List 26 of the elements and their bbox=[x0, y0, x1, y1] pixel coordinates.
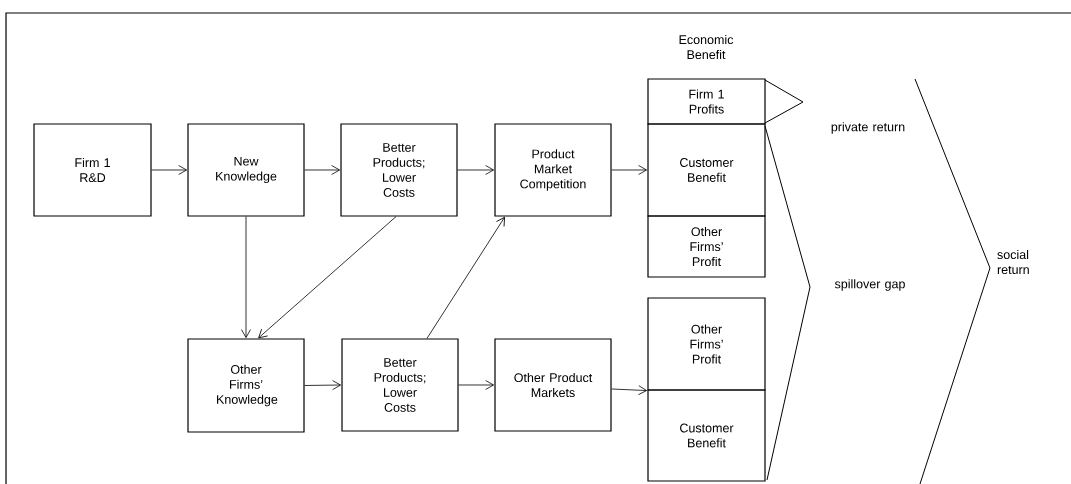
arrow bbox=[611, 165, 647, 175]
bracket-label: spillover gap bbox=[834, 279, 905, 291]
process-box: Product Market Competition bbox=[494, 123, 612, 217]
process-box: Better Products; Lower Costs bbox=[340, 123, 458, 217]
arrow bbox=[151, 165, 187, 175]
process-box: Other Firms’ Profit bbox=[647, 215, 766, 278]
process-box: Other Firms’ Profit bbox=[647, 297, 766, 391]
arrow bbox=[304, 380, 341, 390]
process-box: New Knowledge bbox=[187, 123, 305, 217]
bracket-label: private return bbox=[831, 122, 905, 134]
arrow bbox=[258, 216, 397, 339]
arrow bbox=[611, 385, 647, 396]
process-box: Firm 1 Profits bbox=[647, 78, 766, 125]
process-box: Other Firms’ Knowledge bbox=[187, 338, 305, 433]
arrow bbox=[457, 165, 494, 175]
arrow bbox=[426, 216, 505, 339]
process-box: Other Product Markets bbox=[494, 338, 612, 432]
arrow bbox=[304, 165, 340, 175]
process-box: Better Products; Lower Costs bbox=[341, 338, 459, 432]
process-box: Customer Benefit bbox=[647, 123, 766, 217]
process-box: Customer Benefit bbox=[647, 389, 766, 482]
arrow bbox=[458, 380, 494, 390]
arrow bbox=[241, 216, 251, 338]
column-heading: Economic Benefit bbox=[679, 34, 734, 60]
process-box: Firm 1 R&D bbox=[33, 123, 152, 217]
bracket-label: social return bbox=[997, 249, 1029, 275]
